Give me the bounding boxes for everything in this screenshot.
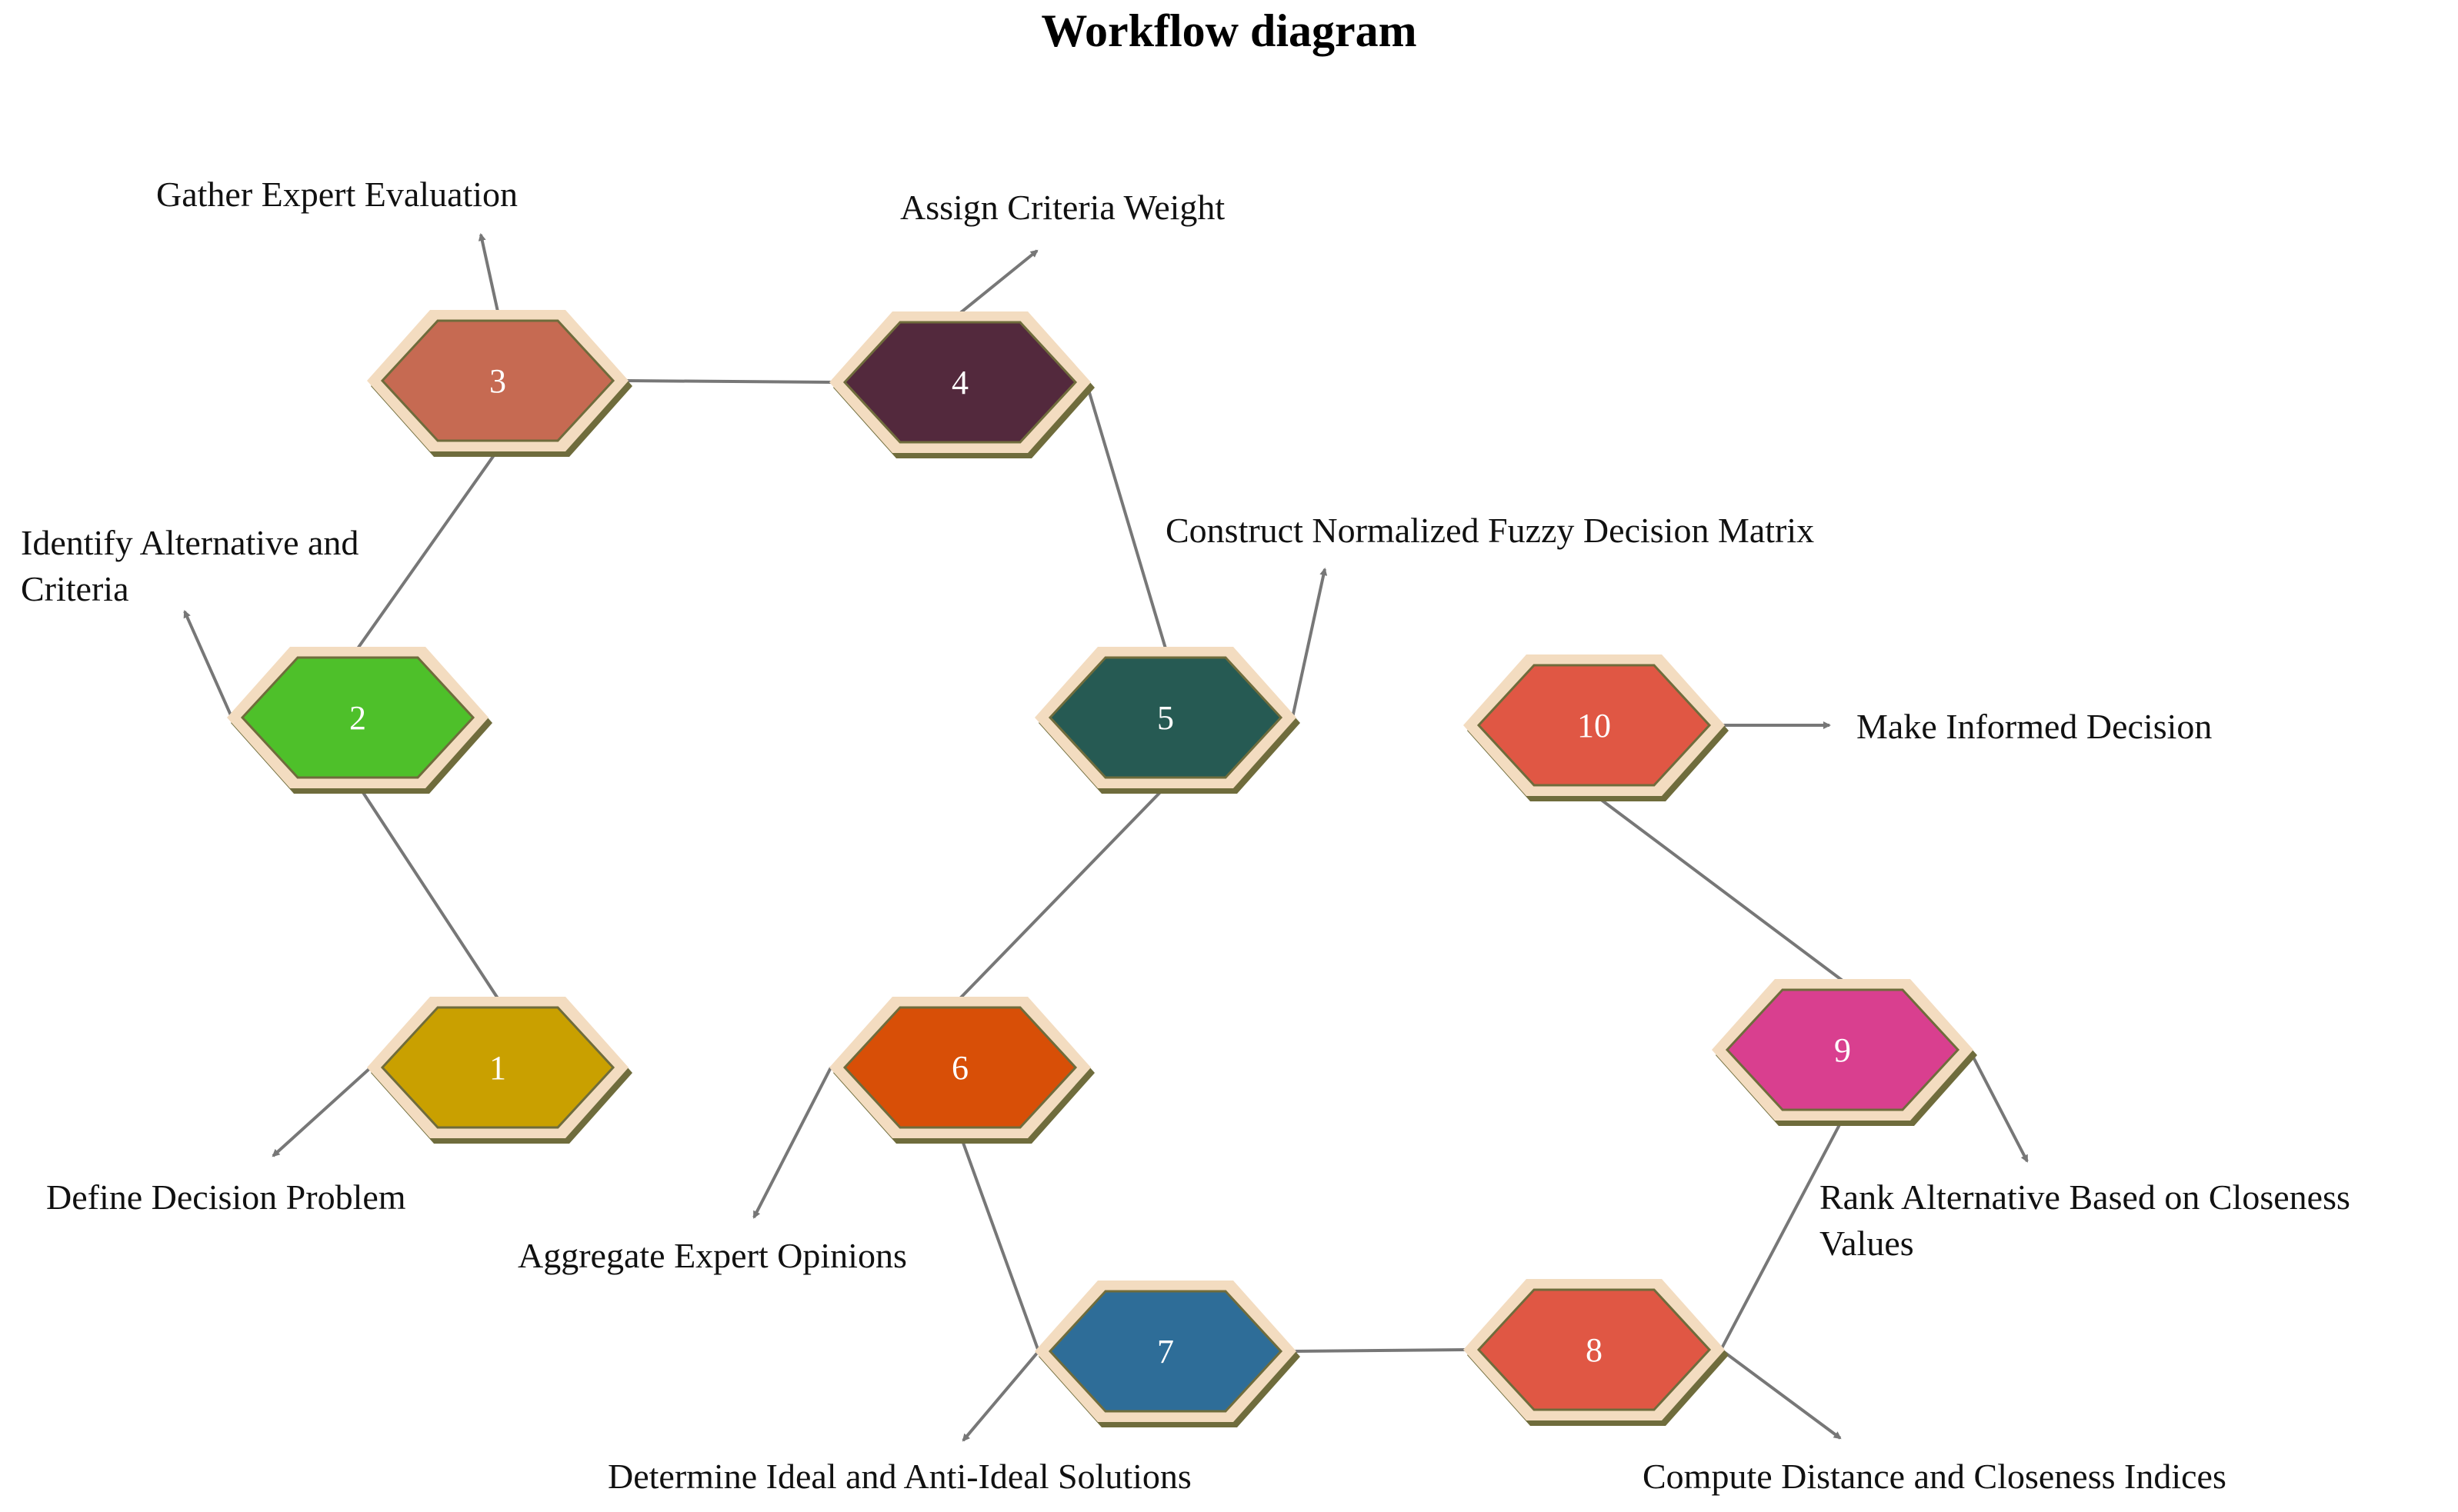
step-4-label: Assign Criteria Weight — [900, 188, 1226, 227]
arrow-6 — [752, 1067, 832, 1219]
step-number-2: 2 — [349, 699, 366, 737]
arrow-8 — [1719, 1348, 1842, 1440]
step-node-8: 8 — [1463, 1279, 1729, 1426]
step-8-label: Compute Distance and Closeness Indices — [1643, 1457, 2226, 1496]
step-9-label: Rank Alternative Based on Closeness Valu… — [1819, 1174, 2350, 1267]
step-node-10: 10 — [1463, 654, 1729, 801]
step-node-1: 1 — [367, 997, 632, 1144]
step-node-face — [380, 319, 615, 442]
step-6-label: Aggregate Expert Opinions — [518, 1236, 907, 1275]
connector-9-10 — [1593, 793, 1844, 982]
step-node-face — [1725, 988, 1960, 1111]
step-number-1: 1 — [489, 1049, 506, 1087]
step-node-7: 7 — [1035, 1281, 1300, 1427]
step-number-7: 7 — [1157, 1333, 1174, 1370]
label-arrows — [183, 233, 2029, 1442]
step-10-label: Make Informed Decision — [1856, 707, 2213, 746]
connector-8-9 — [1719, 1118, 1844, 1350]
step-node-2: 2 — [227, 647, 492, 794]
step-number-4: 4 — [952, 364, 969, 401]
arrow-4 — [959, 249, 1039, 315]
connector-3-4 — [626, 379, 832, 384]
connector-5-6 — [959, 785, 1167, 1000]
step-3-label: Gather Expert Evaluation — [156, 175, 519, 214]
step-2-label-line-2: Criteria — [21, 569, 129, 608]
arrow-5 — [1291, 568, 1328, 718]
connector-2-3 — [356, 448, 499, 650]
step-5-label: Construct Normalized Fuzzy Decision Matr… — [1166, 511, 1815, 550]
step-number-8: 8 — [1586, 1331, 1603, 1369]
step-node-face — [1476, 1288, 1712, 1411]
step-node-face — [1048, 656, 1283, 779]
step-number-6: 6 — [952, 1049, 969, 1087]
step-1-label: Define Decision Problem — [46, 1177, 406, 1217]
step-9-label-line-1: Rank Alternative Based on Closeness — [1819, 1177, 2350, 1217]
step-node-3: 3 — [367, 310, 632, 457]
connectors — [356, 379, 1844, 1353]
step-node-face — [240, 656, 475, 779]
connector-4-5 — [1085, 381, 1167, 649]
arrow-9 — [1968, 1049, 2029, 1163]
step-7-label: Determine Ideal and Anti-Ideal Solutions — [608, 1457, 1192, 1496]
connector-1-2 — [356, 783, 499, 1000]
step-node-face — [842, 1006, 1078, 1129]
diagram-title: Workflow diagram — [1041, 5, 1417, 56]
step-number-5: 5 — [1157, 699, 1174, 737]
arrow-2 — [183, 610, 232, 716]
step-number-3: 3 — [489, 362, 506, 400]
step-node-9: 9 — [1712, 979, 1977, 1126]
step-2-label-line-1: Identify Alternative and — [21, 523, 359, 562]
step-2-label: Identify Alternative and Criteria — [21, 520, 359, 612]
step-node-face — [842, 321, 1078, 444]
connector-6-7 — [959, 1134, 1040, 1352]
step-node-6: 6 — [829, 997, 1095, 1144]
step-number-9: 9 — [1834, 1031, 1851, 1069]
step-node-face — [380, 1006, 615, 1129]
step-node-face — [1476, 664, 1712, 787]
step-number-10: 10 — [1577, 707, 1611, 744]
connector-7-8 — [1293, 1348, 1466, 1353]
arrow-7 — [962, 1350, 1040, 1442]
step-nodes: 1 2 3 4 5 6 7 8 9 10 — [227, 310, 1977, 1427]
step-9-label-line-2: Values — [1819, 1224, 1914, 1263]
step-node-face — [1048, 1290, 1283, 1413]
step-node-5: 5 — [1035, 647, 1300, 794]
arrow-1 — [272, 1066, 372, 1157]
step-node-4: 4 — [829, 311, 1095, 458]
arrow-3 — [478, 233, 499, 312]
